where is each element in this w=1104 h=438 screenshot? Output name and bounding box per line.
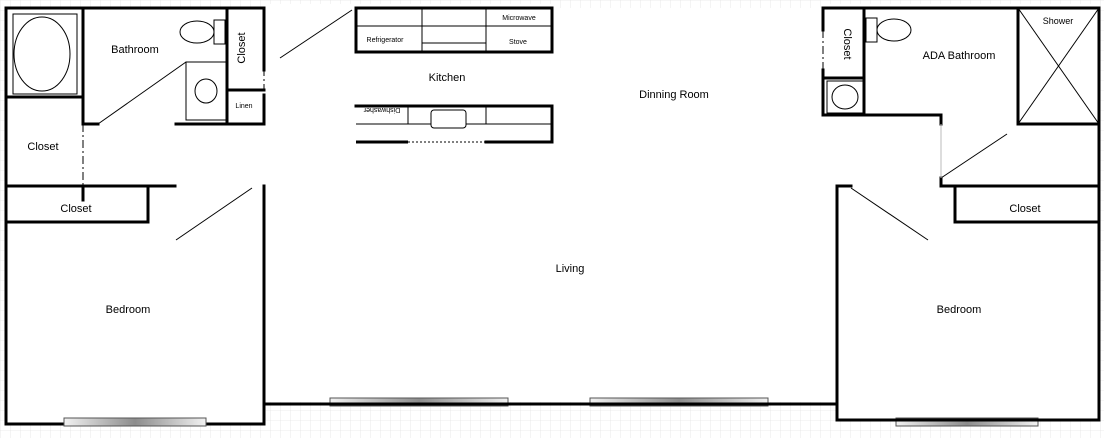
window-right-bedroom: [895, 417, 1039, 427]
bedroom-left-door: [175, 187, 253, 241]
ada-toilet-tank: [865, 17, 878, 43]
ada-sink-basin: [831, 84, 859, 110]
label-living: Living: [556, 263, 585, 275]
label-linen: Linen: [235, 103, 252, 110]
window-living-left: [329, 397, 509, 407]
label-bedroom-left: Bedroom: [106, 304, 151, 316]
label-closet-bath: Closet: [236, 32, 248, 63]
label-closet-left-hall: Closet: [27, 141, 58, 153]
label-dining-room: Dinning Room: [639, 89, 709, 101]
bedroom-right-door: [850, 187, 929, 241]
hall-door: [279, 9, 353, 59]
label-kitchen: Kitchen: [429, 72, 466, 84]
label-dishwasher: Dishwasher: [363, 106, 400, 113]
label-closet-right-bath: Closet: [841, 28, 853, 59]
sink-basin: [194, 78, 218, 104]
label-stove: Stove: [509, 39, 527, 46]
label-closet-right-bedroom: Closet: [1009, 203, 1040, 215]
center-walls: [262, 6, 839, 406]
label-bathroom: Bathroom: [111, 44, 159, 56]
bathroom-door: [97, 61, 187, 125]
label-ada-bathroom: ADA Bathroom: [923, 50, 996, 62]
right-wing-walls: [821, 6, 1101, 422]
floor-fill: [6, 4, 1099, 424]
label-bedroom-right: Bedroom: [937, 304, 982, 316]
ada-toilet-bowl: [876, 18, 912, 42]
window-left-bedroom: [63, 417, 207, 427]
label-closet-left-bedroom: Closet: [60, 203, 91, 215]
ada-bathroom-door: [940, 133, 1008, 179]
kitchen-sink: [430, 109, 467, 129]
label-microwave: Microwave: [502, 15, 536, 22]
bathtub-basin: [13, 16, 71, 92]
label-shower: Shower: [1043, 16, 1074, 26]
toilet-bowl: [179, 20, 215, 44]
window-living-right: [589, 397, 769, 407]
label-refrigerator: Refrigerator: [367, 37, 405, 44]
toilet-tank: [213, 19, 226, 45]
shower-cross-b: [1017, 7, 1100, 125]
